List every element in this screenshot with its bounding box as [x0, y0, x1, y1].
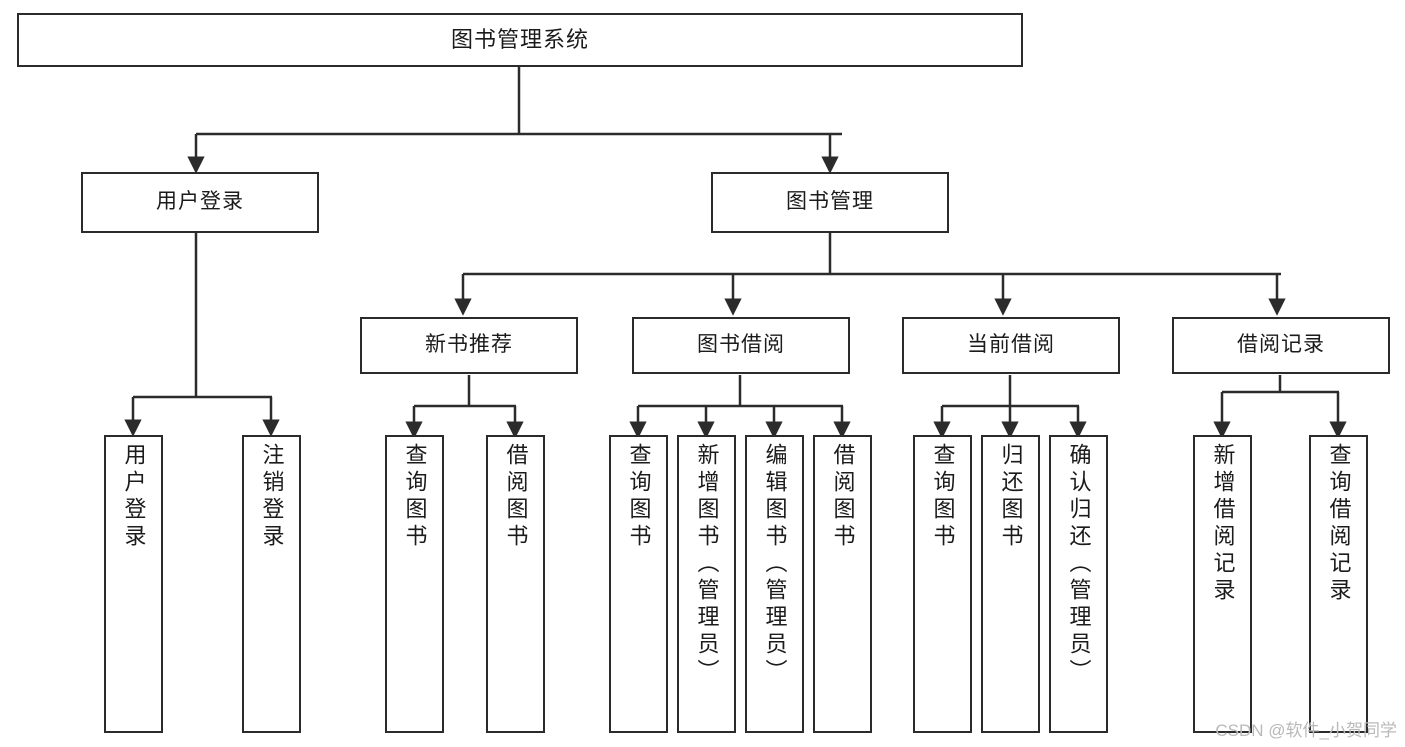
node-user-login[interactable]: 用户登录 — [81, 172, 319, 233]
leaf-borrow-edit-book-label: 编辑图书（管理员） — [762, 443, 788, 686]
leaf-record-add-record[interactable]: 新增借阅记录 — [1193, 435, 1252, 733]
leaf-borrow-query-book[interactable]: 查询图书 — [609, 435, 668, 733]
node-root-system-label: 图书管理系统 — [450, 27, 589, 53]
leaf-borrow-borrow-book[interactable]: 借阅图书 — [813, 435, 872, 733]
leaf-user-login-logout-label: 注销登录 — [259, 443, 285, 551]
node-book-management[interactable]: 图书管理 — [711, 172, 949, 233]
leaf-current-query-book[interactable]: 查询图书 — [913, 435, 972, 733]
node-new-book-recommend-label: 新书推荐 — [425, 333, 513, 357]
node-user-login-label: 用户登录 — [156, 190, 244, 214]
leaf-user-login-logout[interactable]: 注销登录 — [242, 435, 301, 733]
node-root-system[interactable]: 图书管理系统 — [17, 13, 1023, 67]
leaf-current-query-book-label: 查询图书 — [930, 443, 956, 551]
leaf-current-return-book[interactable]: 归还图书 — [981, 435, 1040, 733]
node-book-borrow[interactable]: 图书借阅 — [632, 317, 850, 374]
leaf-current-confirm-return[interactable]: 确认归还（管理员） — [1049, 435, 1108, 733]
leaf-borrow-query-book-label: 查询图书 — [626, 443, 652, 551]
leaf-record-query-record[interactable]: 查询借阅记录 — [1309, 435, 1368, 733]
leaf-borrow-add-book[interactable]: 新增图书（管理员） — [677, 435, 736, 733]
leaf-user-login-login-label: 用户登录 — [121, 443, 147, 551]
leaf-recommend-borrow-book[interactable]: 借阅图书 — [486, 435, 545, 733]
leaf-recommend-borrow-book-label: 借阅图书 — [503, 443, 529, 551]
leaf-record-query-record-label: 查询借阅记录 — [1326, 443, 1352, 605]
leaf-borrow-add-book-label: 新增图书（管理员） — [694, 443, 720, 686]
node-borrow-record[interactable]: 借阅记录 — [1172, 317, 1390, 374]
leaf-recommend-query-book-label: 查询图书 — [402, 443, 428, 551]
node-current-borrow-label: 当前借阅 — [967, 333, 1055, 357]
leaf-current-return-book-label: 归还图书 — [998, 443, 1024, 551]
node-current-borrow[interactable]: 当前借阅 — [902, 317, 1120, 374]
node-book-borrow-label: 图书借阅 — [697, 333, 785, 357]
node-borrow-record-label: 借阅记录 — [1237, 333, 1325, 357]
node-book-management-label: 图书管理 — [786, 190, 874, 214]
leaf-borrow-edit-book[interactable]: 编辑图书（管理员） — [745, 435, 804, 733]
leaf-borrow-borrow-book-label: 借阅图书 — [830, 443, 856, 551]
leaf-current-confirm-return-label: 确认归还（管理员） — [1066, 443, 1092, 686]
leaf-record-add-record-label: 新增借阅记录 — [1210, 443, 1236, 605]
leaf-user-login-login[interactable]: 用户登录 — [104, 435, 163, 733]
leaf-recommend-query-book[interactable]: 查询图书 — [385, 435, 444, 733]
node-new-book-recommend[interactable]: 新书推荐 — [360, 317, 578, 374]
